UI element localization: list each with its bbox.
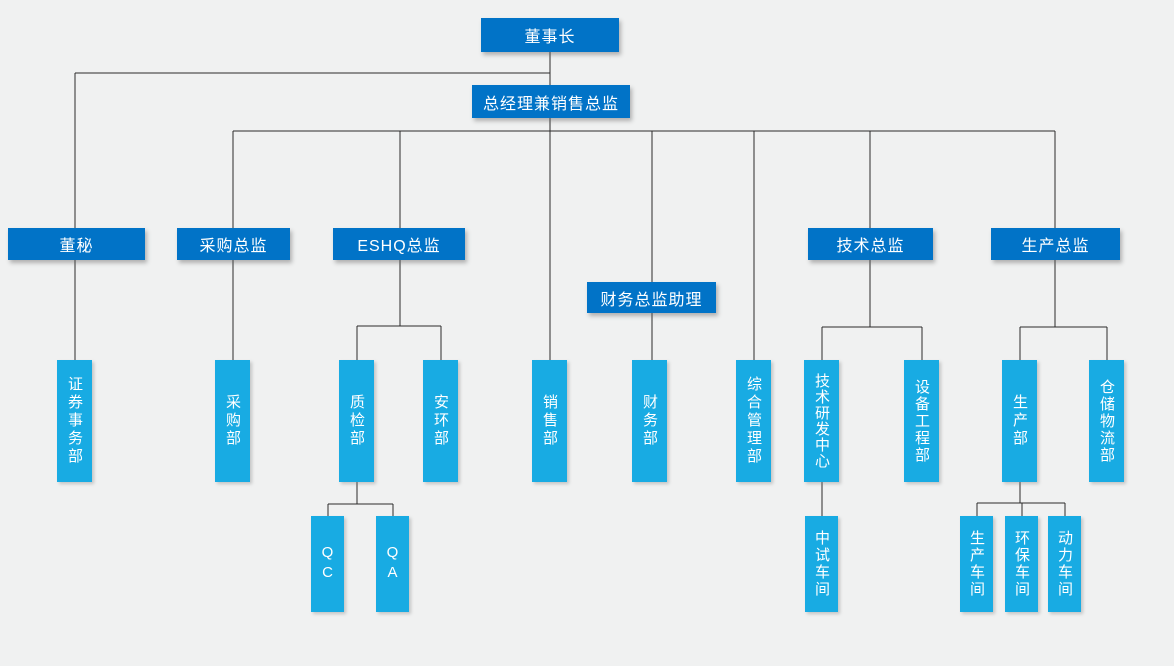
- node-securities-affairs-dept: 证券事务部: [57, 360, 92, 482]
- node-pilot-workshop: 中试车间: [805, 516, 838, 612]
- node-qa: QA: [376, 516, 409, 612]
- node-finance-director-assistant: 财务总监助理: [587, 282, 716, 313]
- node-qc: QC: [311, 516, 344, 612]
- node-tech-rd-center: 技术研发中心: [804, 360, 839, 482]
- node-procurement-dept: 采购部: [215, 360, 250, 482]
- node-procurement-director: 采购总监: [177, 228, 290, 260]
- node-finance-dept: 财务部: [632, 360, 667, 482]
- node-eshq-director: ESHQ总监: [333, 228, 465, 260]
- node-power-workshop: 动力车间: [1048, 516, 1081, 612]
- node-board-secretary: 董秘: [8, 228, 145, 260]
- node-general-manager: 总经理兼销售总监: [472, 85, 630, 118]
- node-safety-environment-dept: 安环部: [423, 360, 458, 482]
- node-quality-inspection-dept: 质检部: [339, 360, 374, 482]
- node-general-management-dept: 综合管理部: [736, 360, 771, 482]
- node-production-dept: 生产部: [1002, 360, 1037, 482]
- node-production-director: 生产总监: [991, 228, 1120, 260]
- node-technical-director: 技术总监: [808, 228, 933, 260]
- node-environmental-workshop: 环保车间: [1005, 516, 1038, 612]
- node-chairman: 董事长: [481, 18, 619, 52]
- node-warehouse-logistics-dept: 仓储物流部: [1089, 360, 1124, 482]
- node-sales-dept: 销售部: [532, 360, 567, 482]
- node-production-workshop: 生产车间: [960, 516, 993, 612]
- node-equipment-engineering-dept: 设备工程部: [904, 360, 939, 482]
